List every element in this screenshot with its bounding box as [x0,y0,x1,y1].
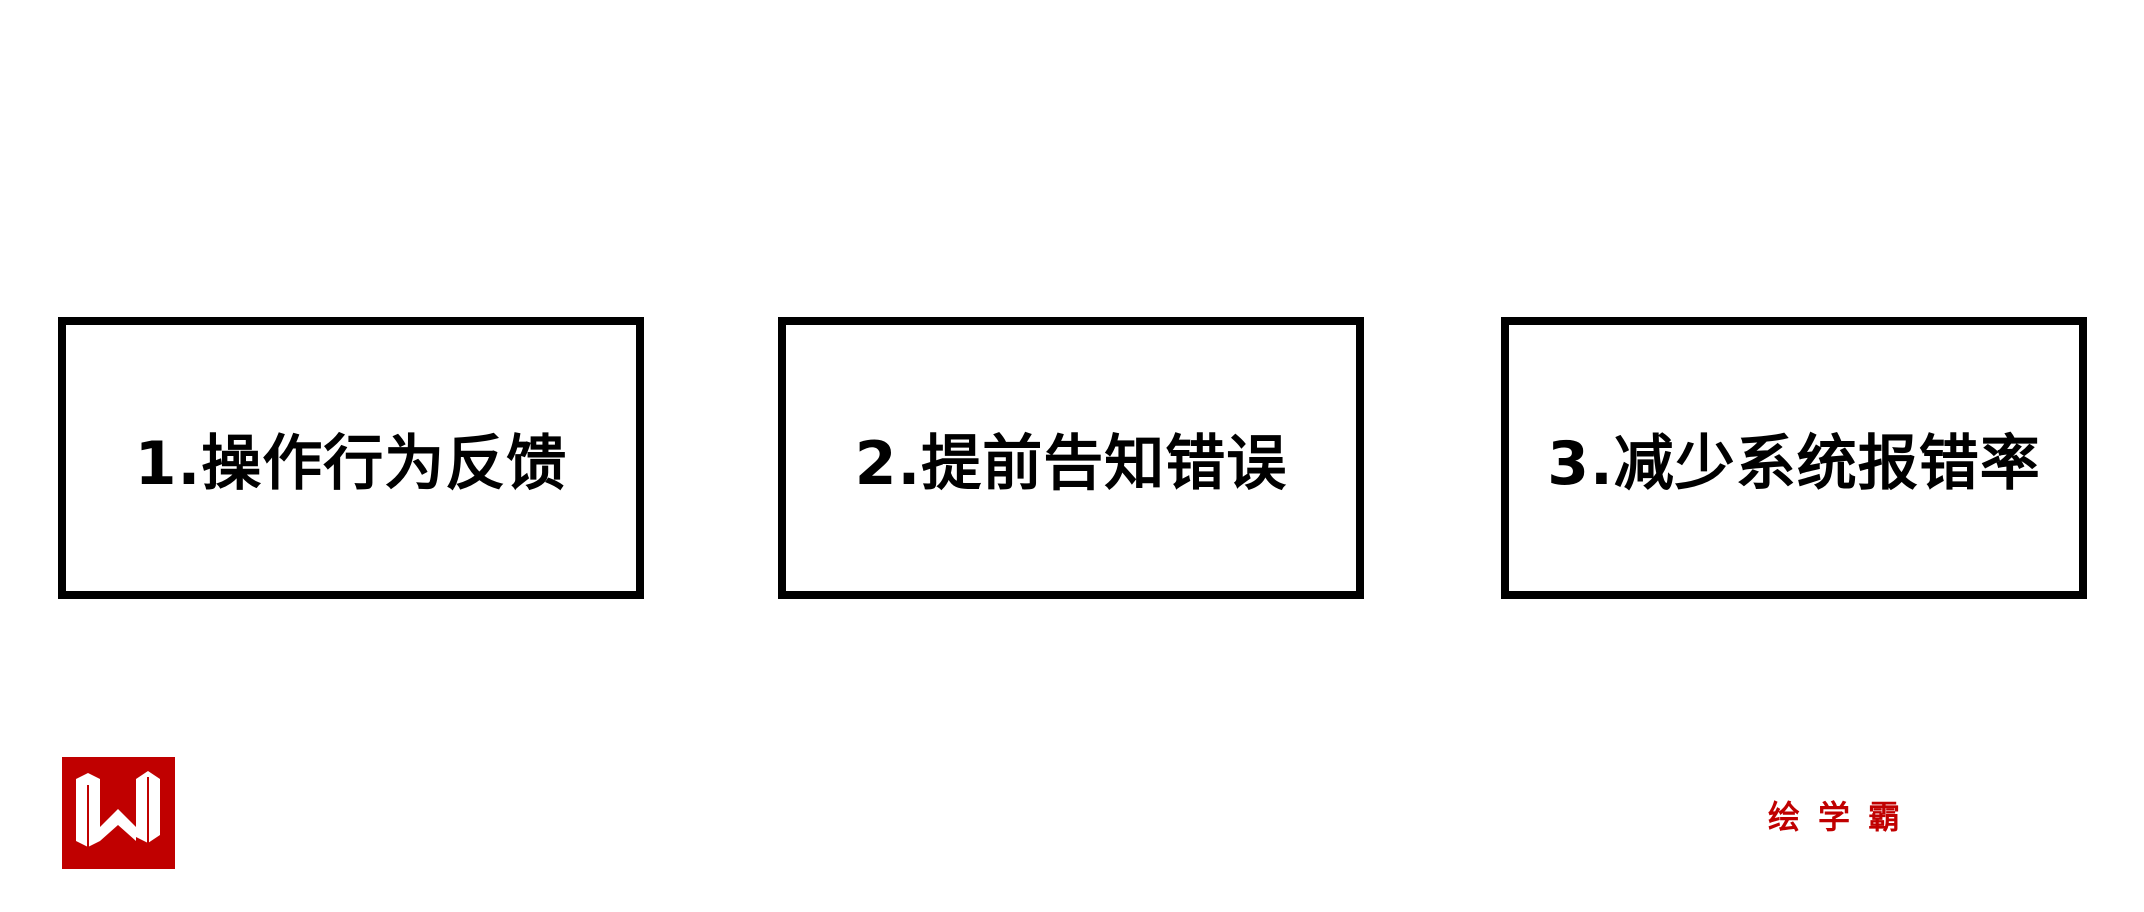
box-early-error-notice: 2.提前告知错误 [778,317,1364,599]
box-label: 2.提前告知错误 [854,428,1288,499]
brand-logo-icon [62,757,175,869]
box-label: 3.减少系统报错率 [1547,428,2041,499]
box-reduce-error-rate: 3.减少系统报错率 [1501,317,2087,599]
box-operation-feedback: 1.操作行为反馈 [58,317,644,599]
brand-name: 绘学霸 [1768,798,1919,836]
box-label: 1.操作行为反馈 [134,428,568,499]
